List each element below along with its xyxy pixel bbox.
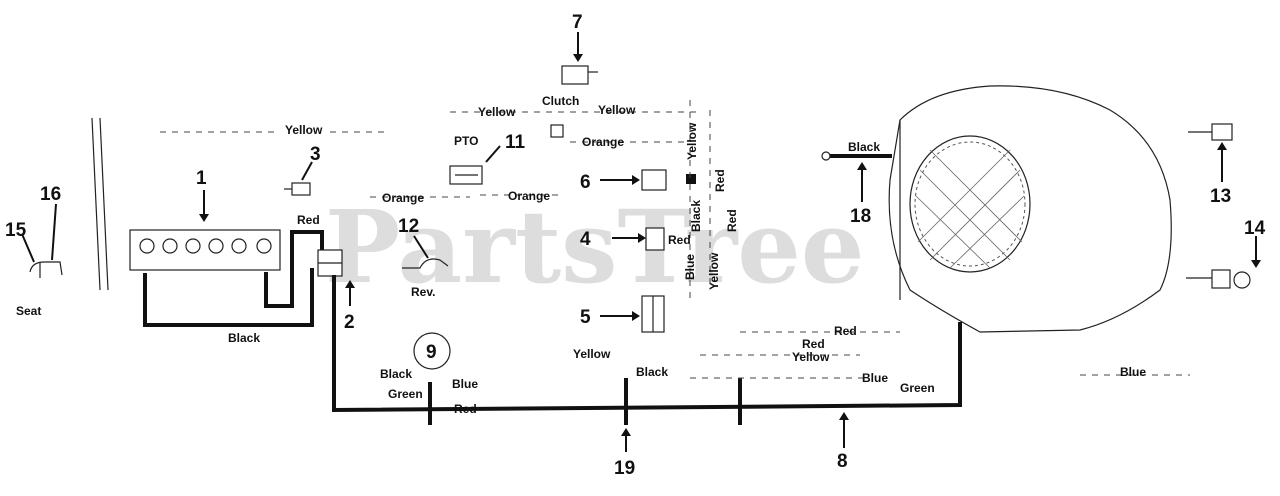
- label-red: Red: [297, 213, 320, 227]
- black-battery-cable: [143, 268, 314, 327]
- seat-switch: [29, 261, 63, 278]
- label-rev: Rev.: [411, 285, 435, 299]
- label-yellow-vertical: Yellow: [707, 252, 721, 290]
- connector-6: [641, 169, 696, 191]
- frame-line: [99, 117, 109, 291]
- starter-solenoid: [317, 249, 343, 277]
- battery: [129, 229, 281, 271]
- label-orange: Orange: [382, 191, 424, 205]
- callout-8: 8: [837, 451, 848, 472]
- callout-6: 6: [580, 172, 591, 193]
- callout-2: 2: [344, 312, 355, 333]
- connector-4: [645, 227, 665, 251]
- callout-3: 3: [310, 144, 321, 165]
- red-battery-cable: [264, 230, 324, 308]
- clutch-switch: [561, 65, 598, 85]
- label-blue-vertical: Blue: [683, 254, 697, 280]
- label-red: Red: [668, 233, 691, 247]
- label-pto: PTO: [454, 134, 478, 148]
- label-green: Green: [900, 381, 935, 395]
- label-black-vertical: Black: [689, 200, 703, 232]
- watermark: PartsTree: [325, 188, 865, 306]
- callout-14: 14: [1244, 218, 1266, 239]
- label-red-vertical: Red: [725, 209, 739, 232]
- label-red-vertical: Red: [713, 169, 727, 192]
- label-green: Green: [388, 387, 423, 401]
- label-black: Black: [380, 367, 412, 381]
- connector-clutch: [550, 124, 564, 138]
- label-seat: Seat: [16, 304, 41, 318]
- callout-9: 9: [426, 342, 437, 363]
- label-red: Red: [802, 337, 825, 351]
- label-red: Red: [834, 324, 857, 338]
- label-yellow: Yellow: [478, 105, 516, 119]
- label-yellow: Yellow: [792, 350, 830, 364]
- callout-18: 18: [850, 206, 871, 227]
- label-blue: Blue: [1120, 365, 1146, 379]
- pto-switch: [449, 165, 483, 185]
- label-black: Black: [228, 331, 260, 345]
- label-black: Black: [848, 140, 880, 154]
- callout-12: 12: [398, 216, 419, 237]
- label-yellow: Yellow: [598, 103, 636, 117]
- label-red: Red: [454, 402, 477, 416]
- connector-3: [284, 182, 311, 196]
- callout-circle-9: [413, 332, 451, 370]
- callout-13: 13: [1210, 186, 1231, 207]
- connector-13: [1188, 123, 1233, 141]
- connector-14: [1186, 269, 1251, 289]
- main-harness: [332, 275, 962, 413]
- callout-1: 1: [196, 168, 207, 189]
- callout-11: 11: [505, 132, 526, 153]
- label-clutch: Clutch: [542, 94, 579, 108]
- label-orange: Orange: [508, 189, 550, 203]
- label-blue: Blue: [452, 377, 478, 391]
- reverse-switch: [402, 258, 449, 269]
- callout-5: 5: [580, 307, 591, 328]
- label-yellow-vertical: Yellow: [685, 122, 699, 160]
- engine: [888, 85, 1172, 333]
- label-black: Black: [636, 365, 668, 379]
- callout-7: 7: [572, 12, 583, 33]
- callout-15: 15: [5, 220, 27, 241]
- callout-19: 19: [614, 458, 635, 479]
- terminal: [821, 151, 831, 161]
- connector-5: [641, 295, 665, 333]
- label-orange: Orange: [582, 135, 624, 149]
- label-yellow: Yellow: [573, 347, 611, 361]
- label-yellow: Yellow: [285, 123, 323, 137]
- callout-4: 4: [580, 229, 591, 250]
- frame-line: [91, 117, 101, 291]
- callout-16: 16: [40, 184, 61, 205]
- label-blue: Blue: [862, 371, 888, 385]
- callout-arrows: [21, 32, 1261, 452]
